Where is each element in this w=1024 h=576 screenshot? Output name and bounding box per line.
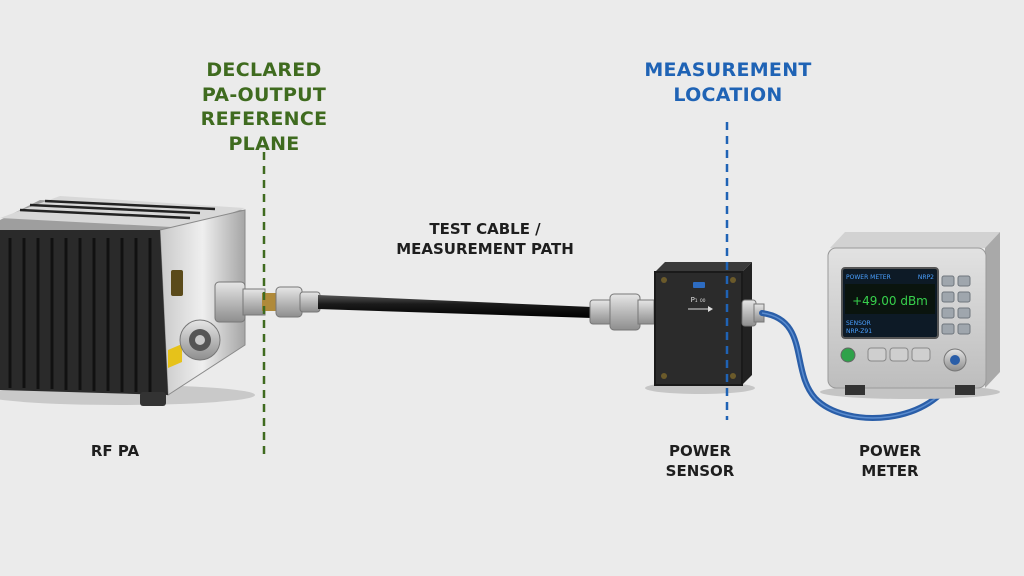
power-button-icon <box>840 347 856 363</box>
reference-plane-line2: PA-OUTPUT <box>201 83 327 106</box>
rf-pa-device <box>0 196 255 406</box>
rf-pa-text: RF PA <box>90 442 140 460</box>
power-sensor-label: POWER SENSOR <box>650 442 750 481</box>
test-cable-label: TEST CABLE / MEASUREMENT PATH <box>380 220 590 259</box>
pa-output-connector <box>214 281 278 323</box>
meter-screen-title: POWER METER <box>846 274 891 281</box>
power-meter-device: POWER METER NRP2 +49.00 dBm SENSOR NRP-Z… <box>820 232 1000 399</box>
test-cable-line2: MEASUREMENT PATH <box>396 239 574 258</box>
meter-channel: NRP2 <box>918 274 934 281</box>
test-cable <box>275 286 655 331</box>
reference-plane-line3: REFERENCE PLANE <box>200 108 328 156</box>
rf-pa-label: RF PA <box>70 442 160 462</box>
power-sensor-line1: POWER <box>668 442 732 460</box>
reference-plane-label: DECLARED PA-OUTPUT REFERENCE PLANE <box>164 58 364 157</box>
power-meter-line1: POWER <box>858 442 922 460</box>
sensor-marking: P₁ ₀₀ <box>691 296 706 304</box>
power-sensor-line2: SENSOR <box>665 461 735 480</box>
measurement-location-label: MEASUREMENT LOCATION <box>628 58 828 107</box>
meter-keypad <box>941 275 971 335</box>
measurement-location-line1: MEASUREMENT <box>644 59 812 81</box>
power-meter-line2: METER <box>861 461 919 480</box>
meter-sensor-model: NRP-Z91 <box>846 328 872 335</box>
meter-sensor-label: SENSOR <box>846 320 871 327</box>
heatsink-fins <box>8 238 152 393</box>
power-sensor-device: P₁ ₀₀ <box>645 262 765 394</box>
meter-reading: +49.00 dBm <box>852 294 928 308</box>
test-cable-line1: TEST CABLE / <box>429 220 541 238</box>
power-meter-label: POWER METER <box>840 442 940 481</box>
measurement-location-line2: LOCATION <box>673 83 783 106</box>
reference-plane-line1: DECLARED <box>206 59 322 81</box>
